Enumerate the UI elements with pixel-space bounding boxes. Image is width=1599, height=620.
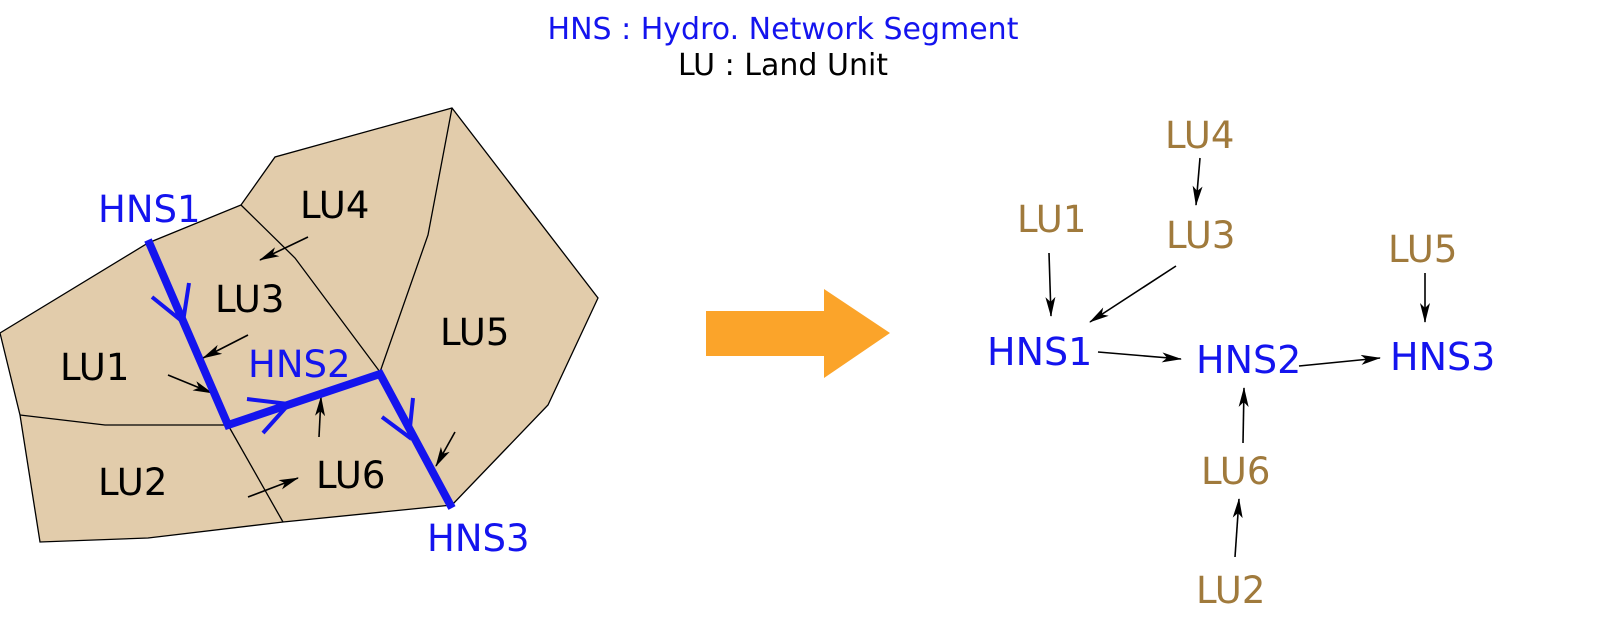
- right-arrow-icon: [706, 289, 890, 378]
- hns-river-path: [144, 238, 456, 510]
- hns3-direction-chevron: [380, 397, 415, 441]
- edge-lu3-hns1: [1089, 265, 1177, 323]
- legend: HNS : Hydro. Network Segment LU : Land U…: [548, 12, 1019, 83]
- boundary-lu1-lu2: [19, 414, 228, 426]
- hns1-direction-chevron: [150, 282, 191, 326]
- map-label-lu2: LU2: [98, 461, 167, 504]
- flow-lu5-hns3: [435, 431, 456, 467]
- flow-lu3-hns1: [202, 334, 249, 359]
- boundary-lu2-lu6: [227, 424, 284, 523]
- graph-node-lu2: LU2: [1196, 569, 1265, 612]
- map-flow-arrows: [167, 236, 456, 498]
- graph-node-lu3: LU3: [1166, 214, 1235, 257]
- map-label-lu1: LU1: [60, 346, 129, 389]
- graph-edges: [1045, 157, 1430, 558]
- edge-lu6-hns2: [1238, 387, 1249, 444]
- boundary-lu4-lu5: [379, 107, 453, 373]
- edge-hns1-hns2: [1097, 351, 1182, 363]
- unit-boundaries: [19, 107, 453, 523]
- edge-lu1-hns1: [1045, 252, 1056, 317]
- map-label-lu6: LU6: [316, 454, 385, 497]
- flow-lu2-lu6: [247, 477, 299, 498]
- flow-lu6-hns2: [315, 396, 326, 438]
- boundary-lu3-lu4: [240, 204, 381, 373]
- graph-node-hns3: HNS3: [1390, 335, 1495, 379]
- map-label-hns3: HNS3: [427, 517, 530, 560]
- graph-node-lu6: LU6: [1201, 450, 1270, 493]
- map-label-hns2: HNS2: [248, 343, 351, 386]
- map-label-hns1: HNS1: [98, 188, 201, 231]
- map-label-lu3: LU3: [215, 278, 284, 321]
- map-label-lu4: LU4: [300, 184, 369, 227]
- graph-nodes: LU4 LU1 LU3 LU5 HNS1 HNS2 HNS3 LU6 LU2: [987, 114, 1495, 612]
- legend-lu: LU : Land Unit: [678, 48, 888, 83]
- hydro-network: [144, 238, 456, 510]
- map-labels: LU1 LU2 LU3 LU4 LU5 LU6 HNS1 HNS2 HNS3: [60, 184, 530, 560]
- watershed-map: LU1 LU2 LU3 LU4 LU5 LU6 HNS1 HNS2 HNS3: [0, 107, 599, 560]
- flow-graph: LU4 LU1 LU3 LU5 HNS1 HNS2 HNS3 LU6 LU2: [987, 114, 1495, 612]
- graph-node-hns2: HNS2: [1196, 338, 1301, 382]
- graph-node-lu1: LU1: [1017, 198, 1086, 241]
- edge-lu4-lu3: [1192, 157, 1203, 206]
- legend-hns: HNS : Hydro. Network Segment: [548, 12, 1019, 47]
- graph-node-hns1: HNS1: [987, 330, 1092, 374]
- edge-lu2-lu6: [1232, 498, 1243, 558]
- hns2-direction-chevron: [246, 397, 294, 435]
- edge-hns2-hns3: [1298, 354, 1381, 367]
- flow-lu4-lu3: [259, 236, 309, 261]
- graph-node-lu4: LU4: [1165, 114, 1234, 157]
- map-label-lu5: LU5: [440, 311, 509, 354]
- graph-node-lu5: LU5: [1388, 228, 1457, 271]
- flow-lu1-hns1: [167, 374, 213, 394]
